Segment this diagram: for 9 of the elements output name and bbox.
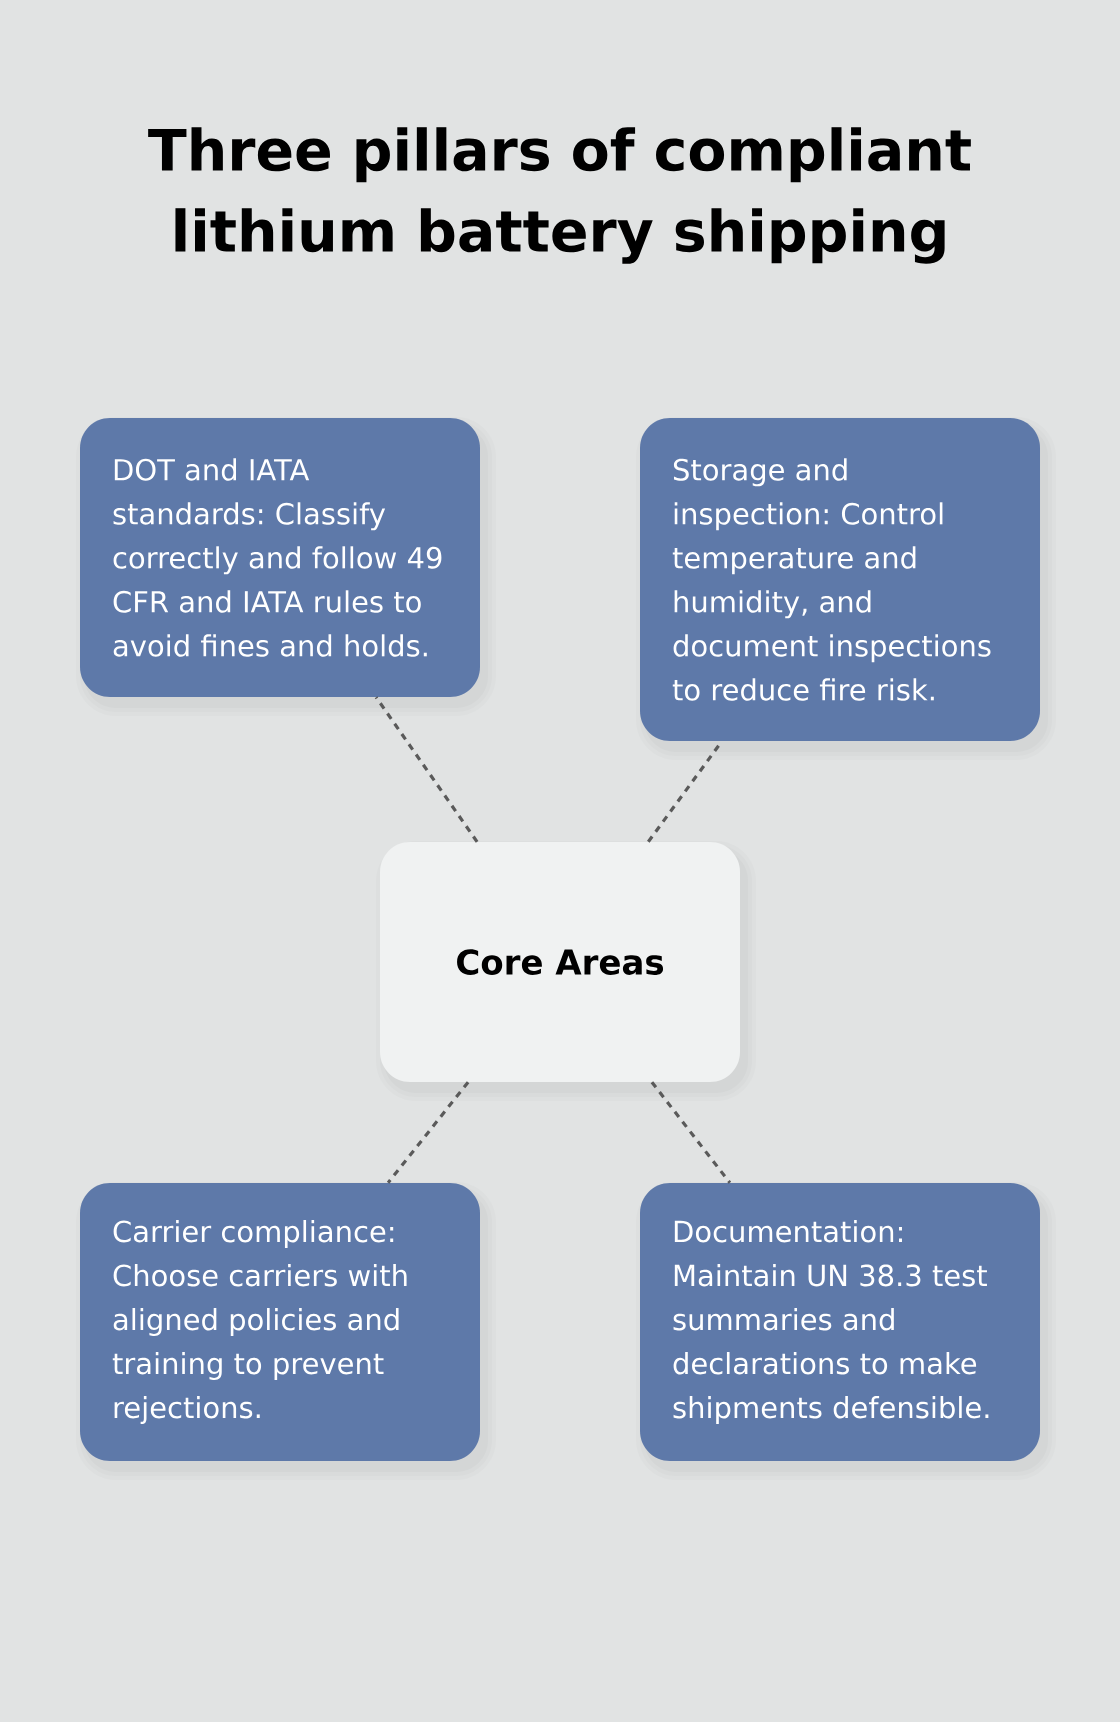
info-card: DOT and IATA standards: Classify correctly and follow 49 CFR and IATA rules to avoid fines and holds.: [76, 417, 496, 716]
info-card: Documentation: Maintain UN 38.3 test summaries and declarations to make shipments defensible.: [636, 1182, 1056, 1480]
info-card: Carrier compliance: Choose carriers with aligned policies and training to prevent rejections.: [76, 1182, 496, 1480]
connector-line: [386, 1081, 470, 1184]
title: Three pillars of compliant lithium battery shipping: [148, 127, 971, 264]
info-card: Storage and inspection: Control temperature and humidity, and document inspections to reduce fire risk.: [636, 417, 1056, 760]
connector-line: [374, 696, 479, 843]
center-box: Core Areas: [376, 841, 756, 1101]
connector-line: [650, 1081, 732, 1184]
